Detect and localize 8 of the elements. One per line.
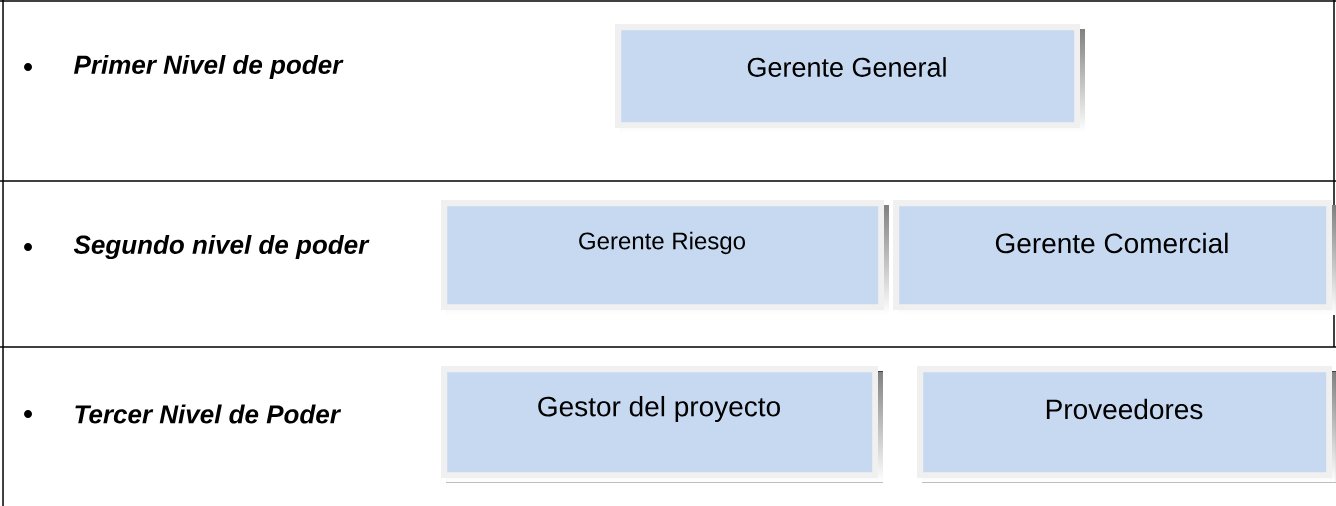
bullet-item: Primer Nivel de poder: [24, 54, 344, 80]
bullet-item: Segundo nivel de poder: [24, 234, 370, 260]
process-box: Proveedores: [917, 366, 1336, 483]
bullet-item: Tercer Nivel de Poder: [24, 404, 342, 424]
process-box: Gerente Riesgo: [441, 200, 889, 315]
process-box: Gestor del proyecto: [441, 366, 883, 483]
process-box: Gerente General: [615, 24, 1085, 133]
process-box: Gerente Comercial: [893, 200, 1336, 315]
